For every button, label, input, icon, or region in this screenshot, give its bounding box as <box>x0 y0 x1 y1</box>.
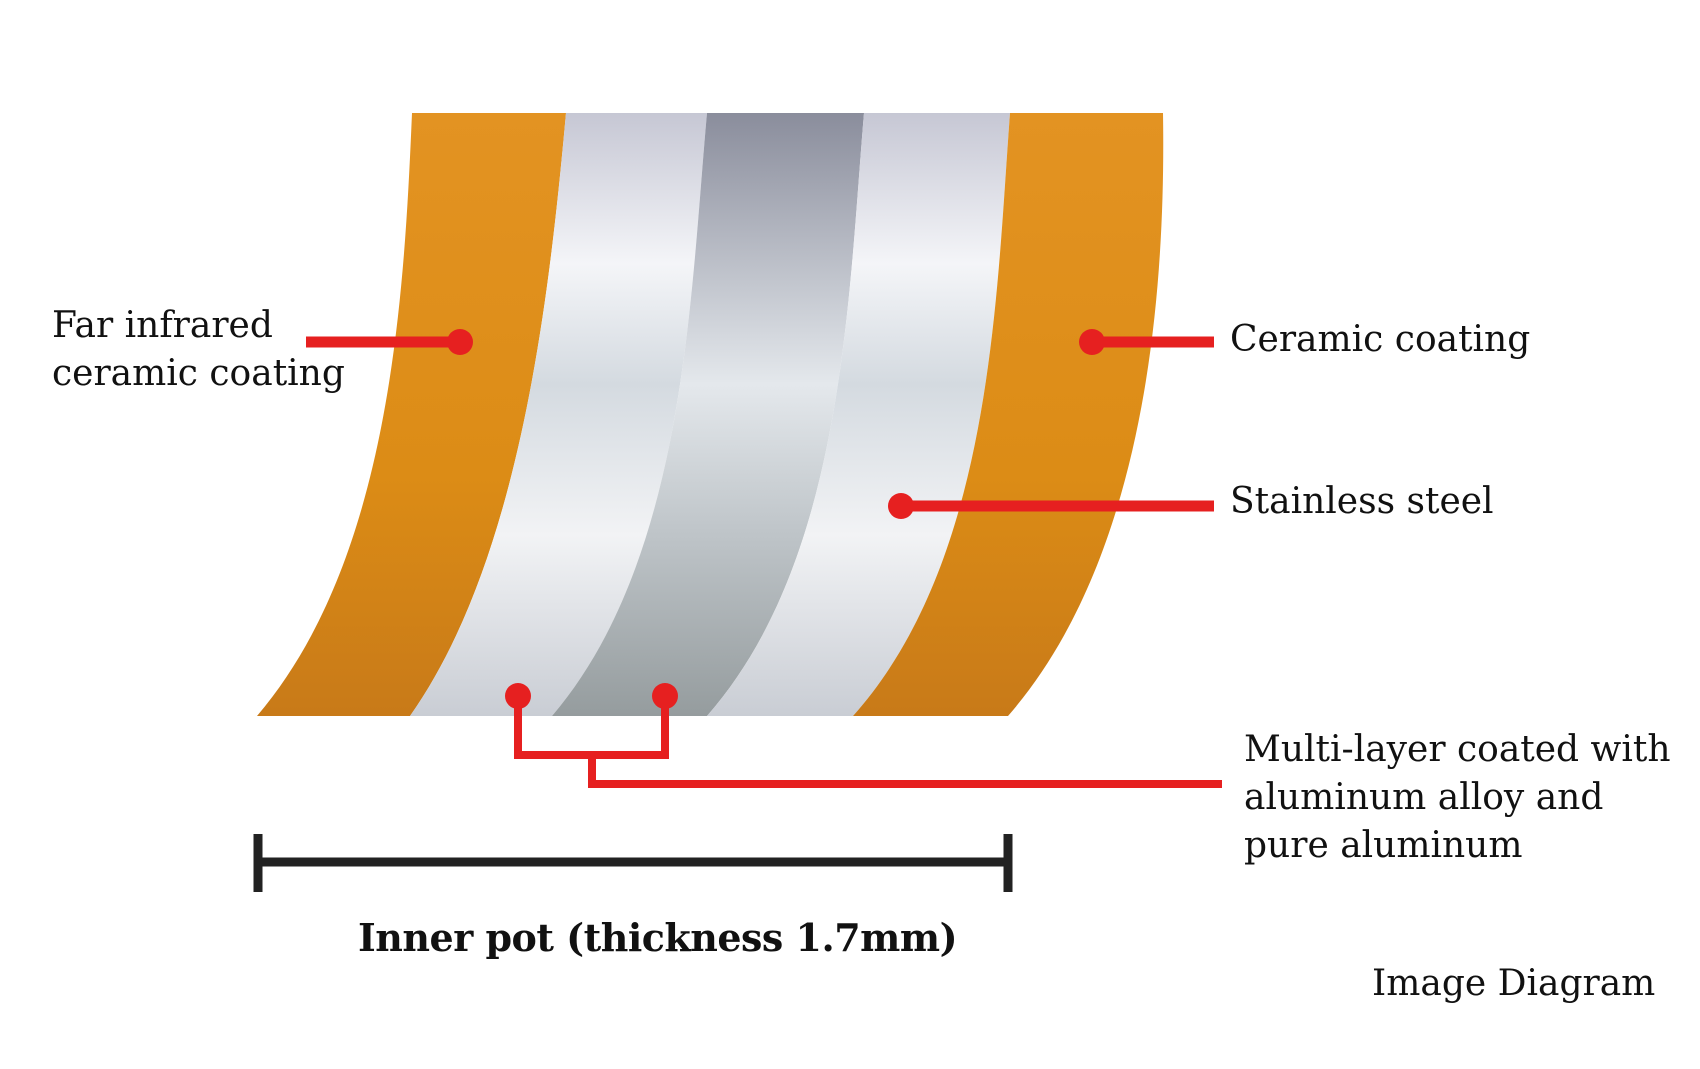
label-far-infrared-ceramic-coating: Far infrared ceramic coating <box>52 302 345 398</box>
label-multilayer-line1: Multi-layer coated with <box>1244 729 1671 770</box>
inner-steel-layer <box>410 113 707 716</box>
stainless-steel-layer <box>707 113 1010 716</box>
label-far-infrared-line2: ceramic coating <box>52 353 345 394</box>
callout-line-multilayer <box>588 755 1222 788</box>
callout-dot-alloy <box>505 683 531 709</box>
label-multilayer-line2: aluminum alloy and <box>1244 777 1604 818</box>
aluminum-core-layer <box>552 113 864 716</box>
label-multilayer-aluminum: Multi-layer coated with aluminum alloy a… <box>1244 726 1671 870</box>
callout-dot-pure-aluminum <box>652 683 678 709</box>
callout-dot-stainless <box>888 493 914 519</box>
label-stainless-steel: Stainless steel <box>1230 481 1494 522</box>
callout-dot-ceramic <box>1079 329 1105 355</box>
label-multilayer-line3: pure aluminum <box>1244 825 1523 866</box>
label-ceramic-coating: Ceramic coating <box>1230 319 1531 360</box>
ceramic-coating-layer <box>853 113 1164 716</box>
far-infrared-ceramic-layer <box>257 113 566 716</box>
label-image-diagram: Image Diagram <box>1372 963 1656 1004</box>
label-inner-pot-thickness: Inner pot (thickness 1.7mm) <box>358 915 958 960</box>
label-far-infrared-line1: Far infrared <box>52 305 273 346</box>
callout-dot-far-infrared <box>447 329 473 355</box>
